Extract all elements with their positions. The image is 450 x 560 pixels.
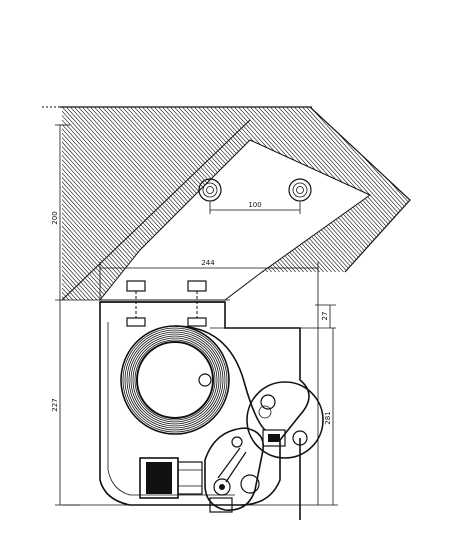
- hatch-line: [0, 100, 26, 310]
- hatch-line: [383, 107, 410, 300]
- beam-top-edge: [60, 106, 411, 273]
- hatch-line: [0, 100, 54, 310]
- hatch-line: [440, 100, 450, 310]
- hatch-line: [371, 107, 410, 300]
- hatch-line: [367, 107, 410, 300]
- spring-coil-ring: [132, 337, 218, 423]
- spring-coil-ring: [128, 333, 222, 427]
- hatch-line: [0, 100, 14, 310]
- mounting-bolt-right: [187, 280, 207, 327]
- lever-mechanism: [204, 427, 264, 511]
- dimension-offset-label: 27: [321, 312, 329, 321]
- hatch-line: [0, 100, 2, 310]
- hatch-line: [62, 107, 79, 300]
- dimension-plate-width-label: 244: [201, 259, 215, 267]
- hatch-line: [407, 107, 410, 300]
- hatch-line: [62, 107, 63, 300]
- hatch-line: [62, 107, 103, 300]
- hatch-line: [0, 100, 42, 310]
- hatch-line: [412, 100, 450, 310]
- hatch-line: [391, 107, 410, 300]
- spring-coil-ring: [122, 327, 228, 433]
- hatch-line: [62, 107, 123, 300]
- spring-coil-ring: [130, 335, 220, 425]
- mounting-bolt-left: [126, 280, 146, 327]
- housing-inner-outline: [107, 322, 235, 496]
- hatch-line: [287, 107, 410, 300]
- hatch-line: [275, 107, 410, 300]
- hatch-line: [62, 107, 127, 300]
- hatch-line: [399, 107, 410, 300]
- hatch-line: [62, 107, 143, 300]
- dimension-upper-height-label: 200: [51, 211, 59, 224]
- right-wheel: [246, 381, 324, 459]
- spring-drum: [120, 325, 230, 435]
- dimension-offset: 27: [210, 304, 336, 329]
- dimension-upper-height: 200: [51, 124, 70, 300]
- hatch-line: [0, 100, 22, 310]
- hatch-line: [0, 100, 10, 310]
- dimension-lower-height-label: 227: [51, 398, 59, 411]
- hatch-line: [62, 107, 67, 300]
- hatch-line: [62, 107, 119, 300]
- hatch-line: [436, 100, 450, 310]
- hatch-line: [291, 107, 410, 300]
- hatch-line: [403, 107, 410, 300]
- hatch-line: [303, 107, 410, 300]
- hatch-line: [420, 100, 450, 310]
- hatch-line: [279, 107, 410, 300]
- hatch-line: [62, 107, 107, 300]
- hatch-line: [283, 107, 410, 300]
- hatch-line: [62, 107, 151, 300]
- spring-coil: [122, 327, 228, 433]
- dimension-right-height: 281: [240, 300, 338, 506]
- hatch-line: [428, 100, 450, 310]
- hatch-line: [387, 107, 410, 300]
- hatch-line: [62, 107, 111, 300]
- hatch-line: [0, 100, 50, 310]
- beam-bolt-right: [288, 178, 312, 202]
- hatch-line: [62, 107, 147, 300]
- hatch-line: [444, 100, 450, 310]
- hatch-line: [62, 107, 99, 300]
- hatch-line: [363, 107, 410, 300]
- hatch-line: [0, 100, 30, 310]
- hatch-line: [295, 107, 410, 300]
- dimension-bolt-spacing-label: 100: [248, 201, 261, 209]
- hatch-line: [62, 107, 115, 300]
- hatch-line: [62, 107, 131, 300]
- dimension-bolt-spacing: 100: [209, 201, 301, 214]
- hatch-line: [267, 107, 410, 300]
- hatch-line: [62, 107, 135, 300]
- hatch-line: [62, 107, 95, 300]
- hatch-line: [62, 107, 139, 300]
- housing-body: [99, 301, 310, 506]
- hatch-line: [271, 107, 410, 300]
- hatch-line: [432, 100, 450, 310]
- spring-coil-ring: [124, 329, 226, 431]
- spring-coil-ring: [134, 339, 216, 421]
- hatch-line: [0, 100, 34, 310]
- hatch-line: [0, 100, 6, 310]
- motor-block: [139, 457, 203, 499]
- hatch-line: [395, 107, 410, 300]
- beam-bolt-left: [198, 178, 222, 202]
- hatch-line: [0, 100, 46, 310]
- dimension-plate-width: 244: [99, 259, 319, 300]
- drum-strap: [174, 325, 266, 431]
- hatch-line: [263, 107, 410, 300]
- hatch-line: [0, 100, 58, 310]
- hatch-line: [299, 107, 410, 300]
- hatch-line: [343, 107, 410, 300]
- spring-coil-ring: [126, 331, 224, 429]
- hatch-line: [424, 100, 450, 310]
- dimension-right-height-label: 281: [324, 411, 332, 424]
- hatch-line: [0, 100, 18, 310]
- hatch-line: [62, 107, 71, 300]
- beam-bottom-edge: [61, 119, 251, 301]
- hatch-line: [0, 100, 38, 310]
- hatch-line: [416, 100, 450, 310]
- hatch-line: [379, 107, 410, 300]
